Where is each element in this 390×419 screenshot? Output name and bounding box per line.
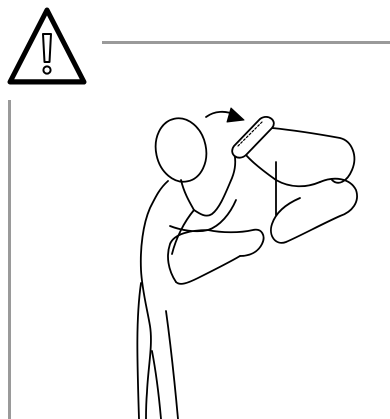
warning-triangle-icon [4, 4, 90, 88]
head-shape [150, 114, 212, 187]
header-divider [102, 41, 390, 44]
person-lifting-object-illustration [120, 100, 370, 419]
side-divider [8, 100, 11, 419]
